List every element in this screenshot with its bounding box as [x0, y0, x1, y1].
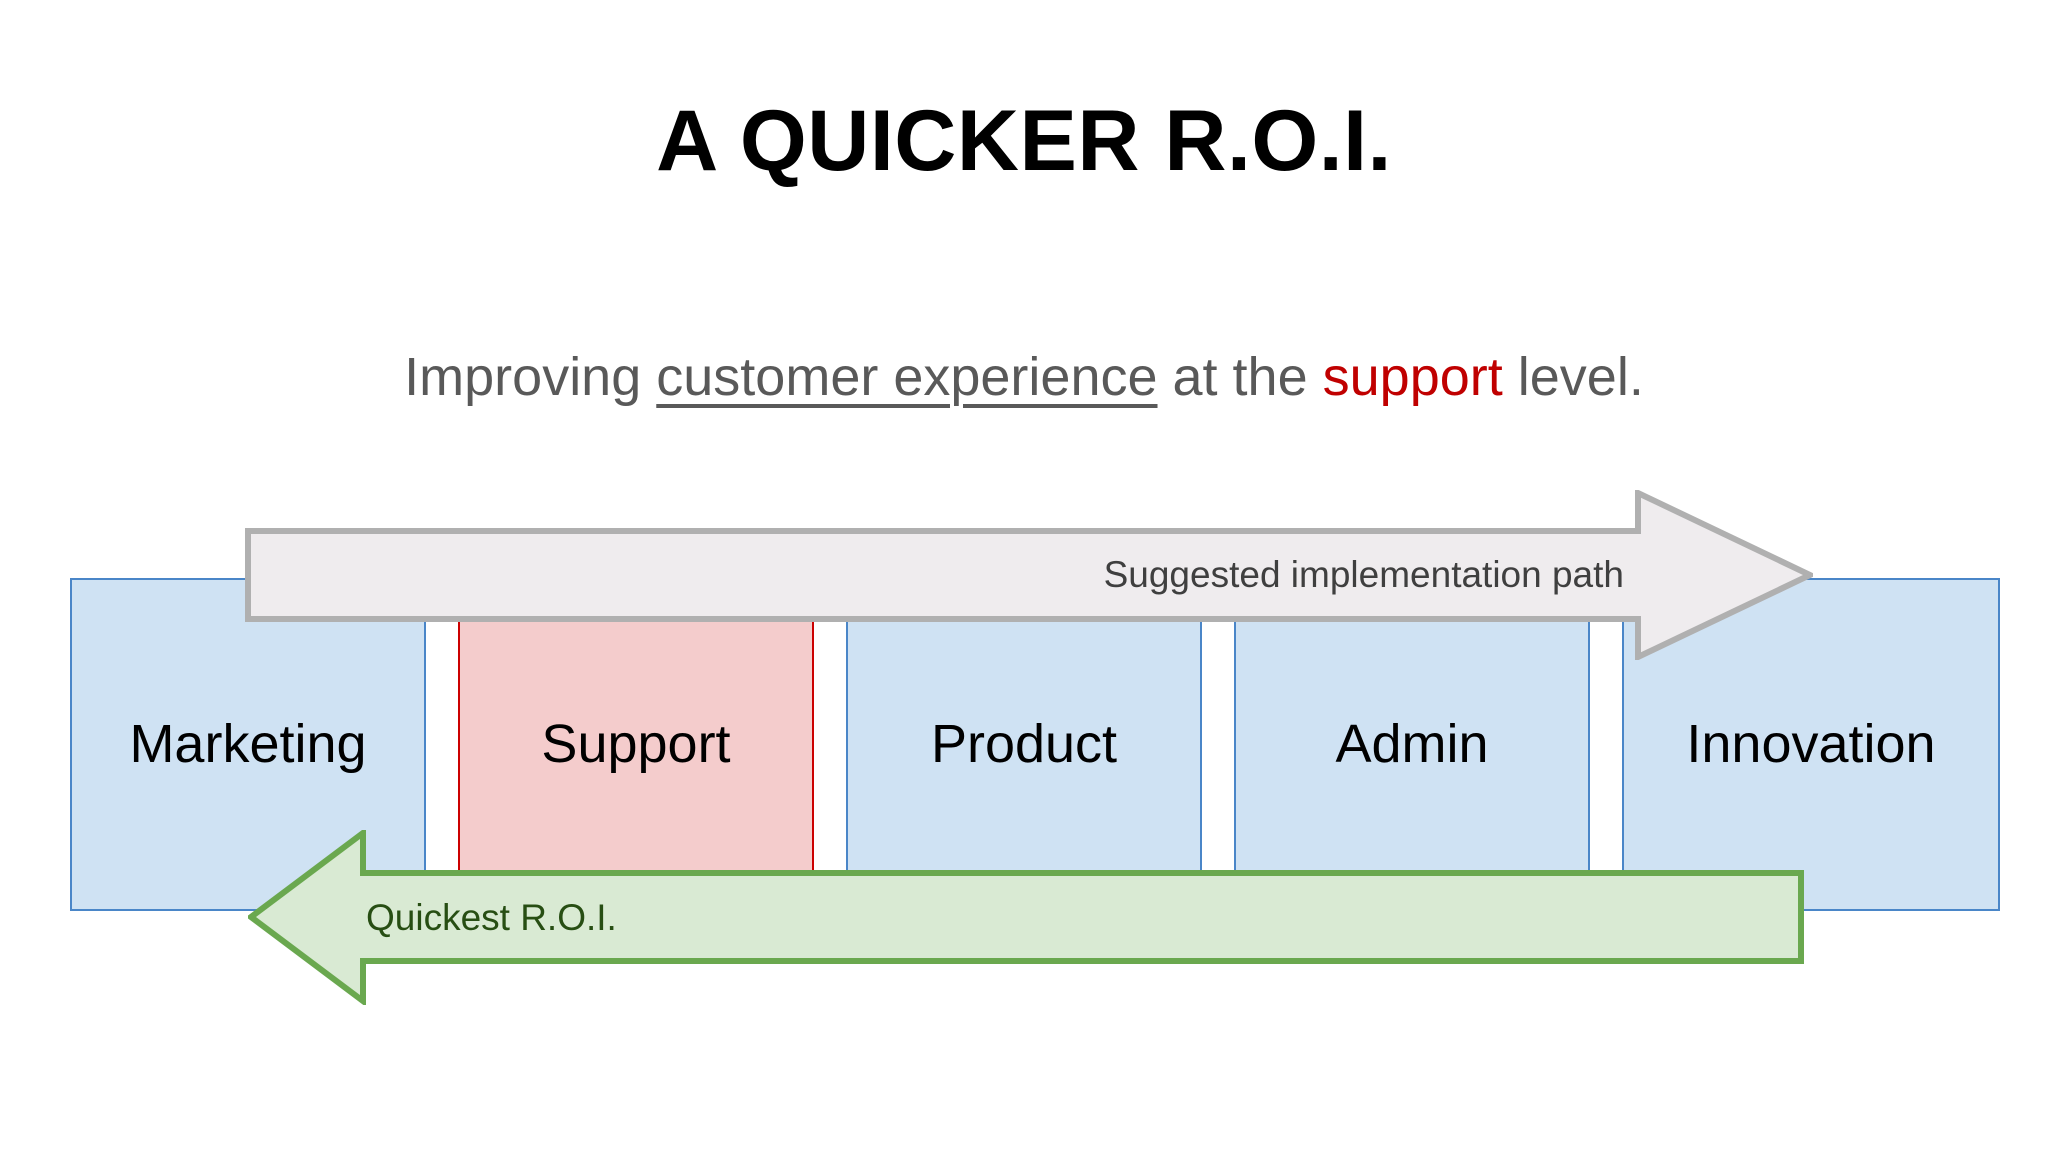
left-arrow-icon: [248, 830, 1804, 1005]
stage-label: Innovation: [1686, 714, 1936, 775]
stage-row: Marketing Support Product Admin Innovati…: [70, 578, 2000, 911]
stage-label: Admin: [1335, 714, 1489, 775]
stage-box-product[interactable]: Product: [846, 578, 1202, 911]
suggested-path-arrow[interactable]: Suggested implementation path: [245, 490, 1813, 660]
subtitle-lead: Improving: [404, 347, 657, 407]
page-title: A QUICKER R.O.I.: [656, 93, 1392, 189]
quickest-roi-arrow[interactable]: Quickest R.O.I.: [248, 830, 1804, 1005]
subtitle-middle: at the: [1157, 347, 1323, 407]
stage-label: Product: [930, 714, 1118, 775]
stage-label: Support: [541, 714, 731, 775]
subtitle-underlined-phrase: customer experience: [656, 347, 1158, 407]
stage-box-support[interactable]: Support: [458, 578, 814, 911]
subtitle-accent-word: support: [1322, 347, 1503, 407]
subtitle: Improving customer experience at the sup…: [0, 347, 2048, 407]
stage-box-admin[interactable]: Admin: [1234, 578, 1590, 911]
right-arrow-icon: [245, 490, 1813, 660]
stage-label: Marketing: [129, 714, 367, 775]
subtitle-tail: level.: [1502, 347, 1644, 407]
stage-box-marketing[interactable]: Marketing: [70, 578, 426, 911]
